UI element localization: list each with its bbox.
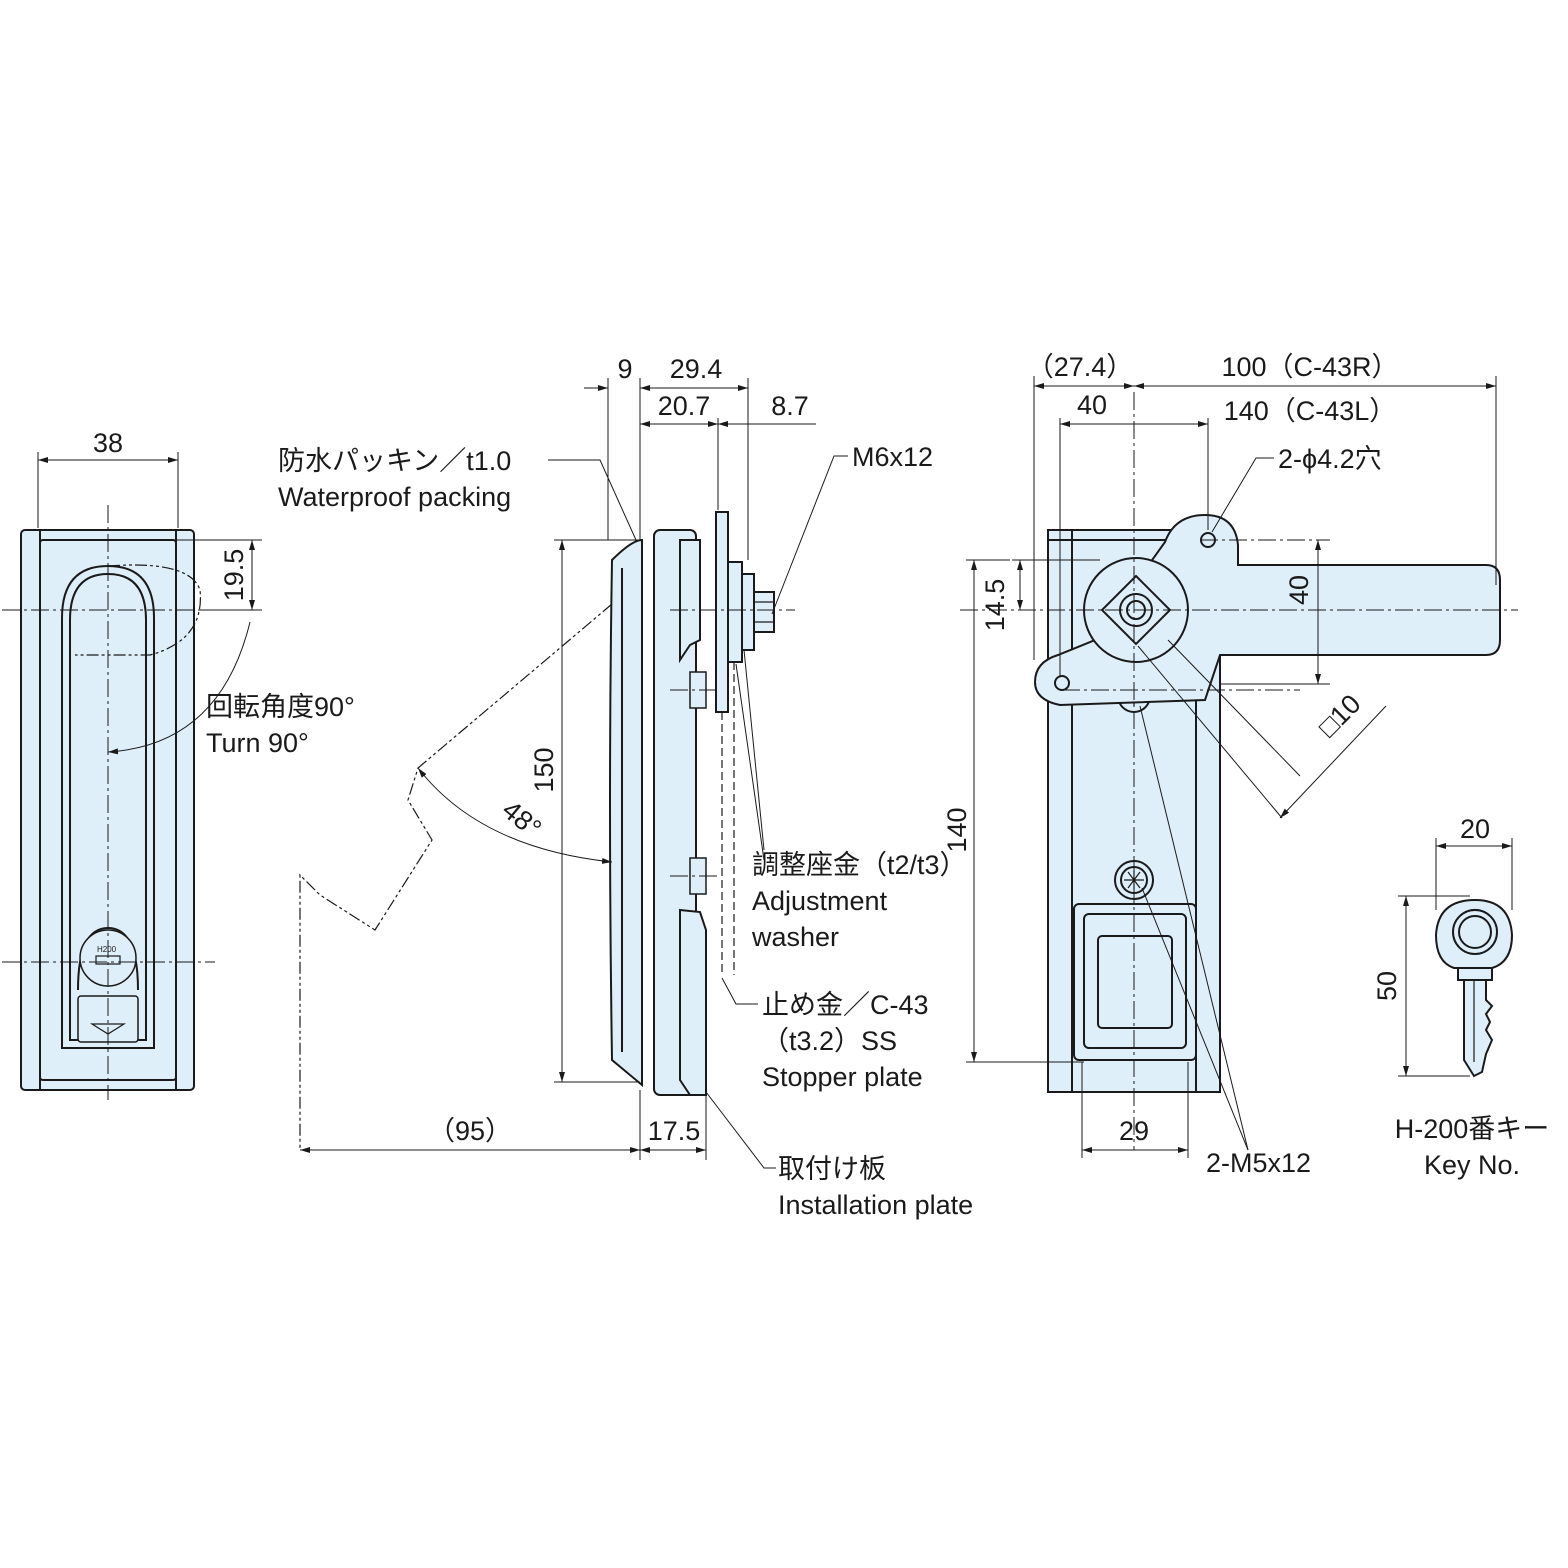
dim-150: 150 [529,747,559,792]
turn-label-jp: 回転角度90° [206,692,355,722]
packing-label-en: Waterproof packing [278,482,511,512]
side-body-upper [679,539,701,664]
adjustment-washer [727,561,743,663]
push-arrow-icon [89,1023,127,1035]
dim-19-5: 19.5 [219,549,249,602]
dim-48-deg: 48° [496,794,547,843]
m6-bolt [753,591,775,633]
dim-40-right: 40 [1284,575,1314,605]
dim-20-7: 20.7 [658,391,711,421]
side-open-handle-phantom [299,603,613,1148]
key-blade [1463,979,1494,1078]
dim-17-5: 17.5 [648,1116,701,1146]
dim-95: （95） [428,1116,512,1146]
dim-8-7: 8.7 [771,391,809,421]
washer-2 [741,573,755,651]
dim-140: 140 [942,807,972,852]
front-rotation-phantom [75,564,201,656]
bolt-label: M6x12 [852,442,933,472]
install-label-en: Installation plate [778,1190,973,1220]
side-view: 9 29.4 20.7 8.7 150 48° （95） 17.5 防水パッキン… [278,354,973,1220]
dim-9: 9 [617,354,632,384]
key-shoulder [1457,967,1493,981]
side-body-lower [679,908,707,1096]
dim-140-c43l: 140（C-43L） [1224,396,1397,426]
dim-27-4: （27.4） [1027,352,1134,382]
washer-label-en-2: washer [751,922,839,952]
washer-label-en-1: Adjustment [752,886,888,916]
stopper-label-en: Stopper plate [762,1062,923,1092]
key-name-jp: H-200番キー [1395,1114,1550,1144]
waterproof-packing [609,538,643,1088]
turn-label-en: Turn 90° [206,728,309,758]
dim-width-38: 38 [93,428,123,458]
rear-view: （27.4） 40 100（C-43R） 140（C-43L） 2-ϕ4.2穴 … [942,352,1518,1178]
stopper-label-jp: 止め金／C-43 [762,990,929,1020]
install-label-jp: 取付け板 [778,1154,886,1184]
washer-label-jp: 調整座金（t2/t3） [752,850,967,880]
packing-label-jp: 防水パッキン／t1.0 [278,446,511,476]
dim-29-4: 29.4 [670,354,723,384]
key-bow [1434,898,1514,969]
rear-latch-button [1097,935,1173,1029]
key-name-en: Key No. [1424,1150,1520,1180]
stopper-label-spec: （t3.2）SS [762,1026,897,1056]
dim-40-top: 40 [1077,390,1107,420]
key-cylinder-mark: H200 [97,945,117,954]
dim-29: 29 [1119,1116,1149,1146]
key-view: 20 50 H-200番キー Key No. [1372,814,1549,1180]
square-drive [1100,574,1172,646]
key-dim-50: 50 [1372,971,1402,1001]
stopper-plate [715,511,729,713]
dim-14-5: 14.5 [980,579,1010,632]
dim-100-c43r: 100（C-43R） [1221,352,1398,382]
key-dim-20: 20 [1460,814,1490,844]
holes-label: 2-ϕ4.2穴 [1278,444,1382,474]
front-view: H200 38 19.5 回転角度90° Turn 90° [2,428,355,1100]
screws-label: 2-M5x12 [1206,1148,1311,1178]
